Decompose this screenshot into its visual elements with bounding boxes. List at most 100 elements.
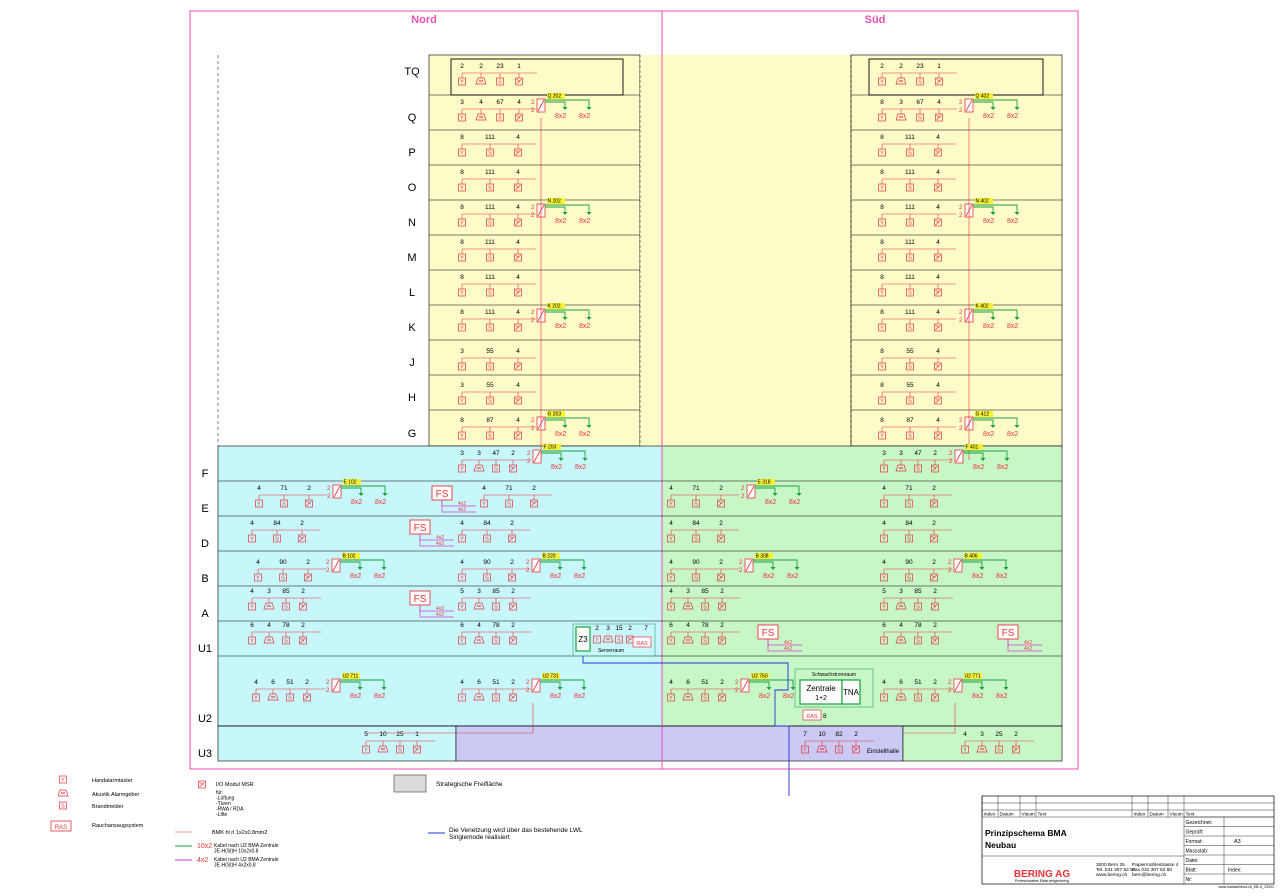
- panel-slash: [537, 99, 545, 112]
- brandmelder-icon: S: [486, 362, 494, 371]
- device-count: 111: [485, 274, 495, 281]
- io-slash: [627, 636, 632, 641]
- ras-label: RAS: [636, 641, 648, 647]
- zentrale-label: Zentrale: [806, 684, 836, 693]
- brandmelder-glyph: S: [908, 399, 912, 405]
- brandmelder-glyph: S: [281, 576, 285, 582]
- device-count: 1: [937, 63, 941, 70]
- device-box: [248, 636, 256, 645]
- device-count: 4: [936, 239, 940, 246]
- handalarm-glyph: Y: [364, 748, 368, 754]
- device-box: [480, 499, 488, 508]
- device-count: 2: [511, 679, 515, 686]
- ras-label: RAS: [806, 714, 818, 720]
- device-count: 2: [307, 485, 311, 492]
- device-count: 2: [899, 63, 903, 70]
- green-cable: [540, 559, 585, 568]
- device-box: [880, 534, 888, 543]
- cable-8x2: 8x2: [574, 693, 585, 700]
- arrow: [586, 212, 592, 215]
- device-box: [914, 464, 922, 473]
- arrow: [979, 687, 985, 690]
- device-box: [701, 636, 709, 645]
- cable-num: 2: [526, 688, 530, 694]
- device-count: 85: [282, 588, 290, 595]
- brandmelder-icon: S: [486, 183, 494, 192]
- brandmelder-icon: S: [692, 499, 700, 508]
- fs-label: FS: [414, 523, 427, 534]
- green-cable: [545, 419, 566, 426]
- panel-tag: [547, 198, 565, 204]
- device-box: [934, 218, 942, 227]
- cable-8x2: 8x2: [765, 499, 776, 506]
- panel-slash: [954, 679, 962, 692]
- legend-bmk: BMK hl rl 1x2x0.8mm2: [212, 830, 267, 836]
- akustik-shape: [602, 635, 614, 643]
- tb-header-3: Text: [1038, 812, 1047, 818]
- device-count: 6: [899, 679, 903, 686]
- brandmelder-glyph: S: [488, 365, 492, 371]
- device-count: 55: [906, 348, 914, 355]
- io-module-icon: [413, 745, 421, 754]
- io-slash: [515, 184, 520, 189]
- green-cable: [340, 681, 361, 688]
- akustik-icon: [895, 602, 907, 610]
- akustik-icon: [475, 77, 487, 85]
- device-count: 4: [516, 134, 520, 141]
- legend-io-line: für:: [216, 790, 223, 796]
- device-count: 2: [479, 63, 483, 70]
- device-box: [514, 253, 522, 262]
- device-count: 2: [933, 622, 937, 629]
- green-cable: [753, 559, 798, 568]
- device-count: 3: [477, 450, 481, 457]
- tb-addr-left: www.bering.ch: [1096, 872, 1128, 878]
- device-box: [914, 693, 922, 702]
- device-box: [508, 573, 516, 582]
- arrow: [1003, 687, 1009, 690]
- device-count: 78: [914, 622, 922, 629]
- io-module-icon: [934, 183, 942, 192]
- device-count: 47: [492, 450, 500, 457]
- brandmelder-glyph: S: [617, 638, 621, 644]
- device-box: [483, 534, 491, 543]
- panel-label: K 202: [548, 304, 561, 310]
- device-box: [934, 253, 942, 262]
- device-count: 2: [301, 588, 305, 595]
- device-count: 4: [250, 520, 254, 527]
- device-box: [492, 464, 500, 473]
- device-box: [486, 323, 494, 332]
- brandmelder-glyph: S: [488, 186, 492, 192]
- device-count: 2: [532, 485, 536, 492]
- handalarm-icon: Y: [667, 602, 675, 611]
- io-slash: [853, 746, 858, 751]
- akustik-icon: [475, 113, 487, 121]
- device-box: [509, 693, 517, 702]
- cable-num: 2: [959, 318, 963, 324]
- cable-num: 2: [531, 108, 535, 114]
- device-count: 8: [460, 274, 464, 281]
- handalarm-glyph: Y: [882, 537, 886, 543]
- device-box: [509, 636, 517, 645]
- legend-akustik: Akustik Alarmgeber: [92, 792, 140, 798]
- green-cable: [963, 450, 1008, 459]
- handalarm-icon: Y: [458, 573, 466, 582]
- cable-num: 2: [531, 318, 535, 324]
- tb-header-6: Visum: [1170, 812, 1183, 818]
- akustik-icon: [895, 693, 907, 701]
- legend-k10-text: Kabel nach U2 BMA Zentrale: [214, 843, 279, 849]
- akustik-shape: [475, 77, 487, 85]
- io-module-icon: [304, 573, 312, 582]
- tb-field-4: Datei:: [1186, 858, 1199, 864]
- green-cable: [973, 309, 1018, 318]
- cable-num: 2: [527, 459, 531, 465]
- cable-8x2: 8x2: [555, 431, 566, 438]
- tb-format-value: A3: [1234, 839, 1241, 845]
- tb-addr-right: Papiermühlestrasse 4: [1132, 862, 1179, 868]
- device-count: 51: [492, 679, 500, 686]
- akustik-mark: [476, 604, 482, 608]
- device-count: 2: [719, 520, 723, 527]
